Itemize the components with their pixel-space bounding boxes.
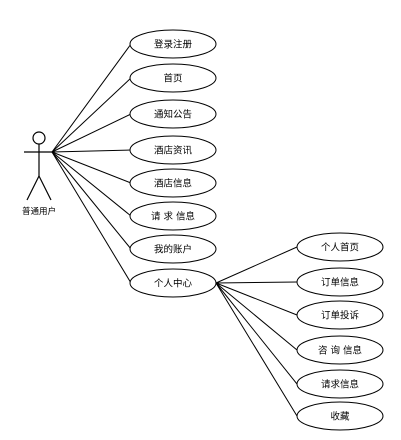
use-case-order-complaint: 订单投诉 [296, 300, 384, 330]
assoc-line [51, 151, 132, 184]
assoc-line [51, 151, 132, 284]
assoc-line [51, 113, 132, 153]
use-case-hotel-news: 酒店资讯 [129, 135, 217, 165]
assoc-line [215, 282, 298, 385]
use-case-favorites: 收藏 [296, 401, 384, 431]
use-case-order-info: 订单信息 [296, 267, 384, 297]
use-case-label: 个人首页 [321, 242, 359, 254]
use-case-label: 我的账户 [154, 244, 192, 256]
use-case-home: 首页 [129, 63, 217, 93]
use-case-label: 请求信息 [321, 379, 359, 391]
use-case-label: 订单信息 [321, 277, 359, 289]
use-case-label: 个人中心 [154, 278, 193, 290]
use-case-request-info-2: 请求信息 [296, 369, 384, 399]
assoc-line [51, 151, 132, 217]
assoc-line [215, 282, 298, 417]
use-case-my-account: 我的账户 [129, 234, 217, 264]
assoc-line [51, 149, 132, 153]
use-case-label: 收藏 [330, 411, 350, 423]
assoc-line [215, 281, 298, 284]
use-case-hotel-info: 酒店信息 [129, 168, 217, 198]
use-case-label: 登录注册 [154, 39, 193, 51]
actor-associations [51, 43, 132, 284]
use-case-personal-center: 个人中心 [129, 268, 217, 298]
use-case-consult-info: 咨 询 信息 [296, 335, 384, 365]
use-case-label: 酒店资讯 [154, 145, 193, 157]
use-case-request-info: 请 求 信息 [129, 201, 217, 231]
use-case-label: 首页 [163, 73, 182, 85]
use-case-label: 通知公告 [154, 109, 192, 121]
use-case-label: 酒店信息 [154, 178, 192, 190]
use-case-notice: 通知公告 [129, 99, 217, 129]
use-case-label: 请 求 信息 [151, 211, 195, 223]
stick-figure-actor-icon [24, 131, 53, 201]
personal-center-associations [215, 246, 298, 417]
use-case-label: 订单投诉 [321, 310, 360, 322]
assoc-line [215, 282, 298, 316]
actor-name: 普通用户 [22, 206, 56, 217]
assoc-line [215, 246, 298, 284]
assoc-line [51, 43, 132, 153]
assoc-line [51, 151, 132, 250]
use-case-label: 咨 询 信息 [318, 345, 362, 357]
use-case-login-register: 登录注册 [129, 29, 217, 59]
use-case-personal-home: 个人首页 [296, 232, 384, 262]
assoc-line [51, 77, 132, 153]
assoc-line [215, 282, 298, 351]
actor: 普通用户 [22, 131, 56, 217]
